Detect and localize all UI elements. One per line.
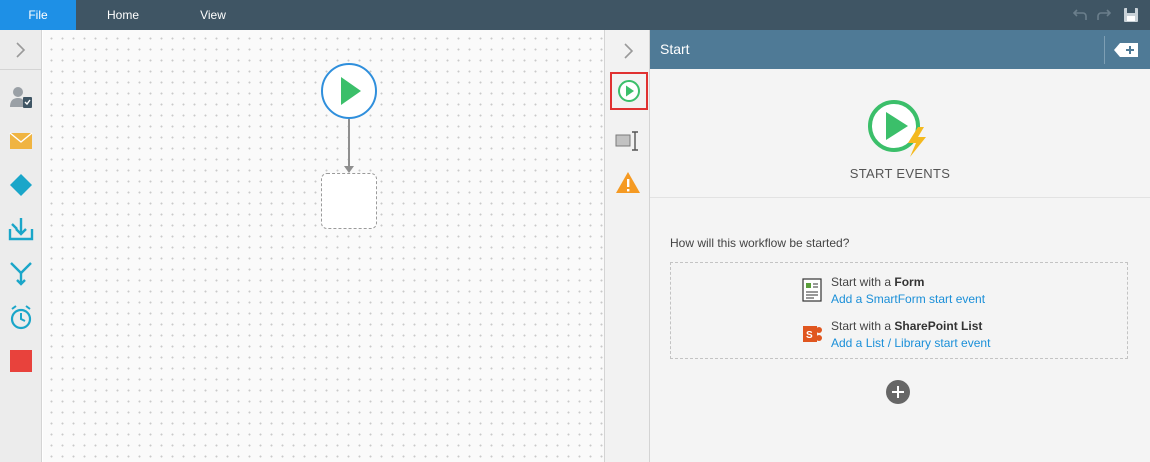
play-circle-icon	[618, 80, 640, 102]
tab-view[interactable]: View	[200, 8, 226, 22]
option-form-prefix: Start with a	[831, 275, 895, 289]
toolbox-expand-button[interactable]	[0, 30, 42, 70]
top-menu-bar: File Home View	[0, 0, 1150, 30]
form-icon	[802, 278, 822, 302]
warning-icon[interactable]	[613, 168, 643, 198]
sharepoint-icon: S	[803, 326, 822, 342]
chevron-right-icon[interactable]	[613, 36, 643, 66]
option-form: Start with a Form Add a SmartForm start …	[801, 274, 1101, 308]
add-event-button[interactable]	[886, 380, 910, 404]
user-task-icon[interactable]	[7, 83, 35, 111]
undo-icon[interactable]	[1071, 6, 1089, 24]
tab-home[interactable]: Home	[106, 8, 139, 22]
svg-text:S: S	[806, 330, 813, 341]
properties-text-icon[interactable]	[613, 126, 643, 156]
toolbox-panel	[0, 30, 42, 462]
connector-line	[348, 119, 350, 170]
add-tag-icon[interactable]	[1113, 42, 1139, 58]
option-sharepoint-text: Start with a SharePoint List	[831, 318, 982, 334]
option-form-text: Start with a Form	[831, 274, 924, 290]
play-icon	[341, 77, 361, 105]
option-sharepoint: S Start with a SharePoint List Add a Lis…	[801, 318, 1101, 352]
decision-icon[interactable]	[7, 171, 35, 199]
start-events-icon	[868, 100, 926, 157]
option-sharepoint-prefix: Start with a	[831, 319, 895, 333]
option-sharepoint-bold: SharePoint List	[894, 319, 983, 333]
start-properties-tab[interactable]	[610, 72, 648, 110]
add-smartform-link[interactable]: Add a SmartForm start event	[831, 292, 986, 306]
tab-file[interactable]: File	[0, 0, 76, 30]
redo-icon[interactable]	[1095, 6, 1113, 24]
panel-title: Start	[660, 41, 690, 57]
panel-header: Start	[650, 30, 1150, 69]
panel-tab-strip	[604, 30, 650, 462]
start-question: How will this workflow be started?	[670, 236, 850, 250]
section-divider	[650, 197, 1150, 198]
section-heading: START EVENTS	[849, 166, 951, 181]
workflow-canvas[interactable]	[43, 30, 604, 462]
timer-icon[interactable]	[7, 303, 35, 331]
add-list-library-link[interactable]: Add a List / Library start event	[831, 336, 991, 350]
properties-panel: Start START EVENTS How will this workflo…	[650, 30, 1150, 462]
start-options-box: Start with a Form Add a SmartForm start …	[670, 262, 1128, 359]
save-icon[interactable]	[1122, 6, 1140, 24]
connector-arrow	[344, 166, 354, 173]
email-icon[interactable]	[7, 127, 35, 155]
step-placeholder[interactable]	[321, 173, 377, 229]
merge-icon[interactable]	[7, 215, 35, 243]
end-icon[interactable]	[7, 347, 35, 375]
start-node[interactable]	[321, 63, 377, 119]
option-form-bold: Form	[894, 275, 925, 289]
chevron-right-icon	[16, 42, 26, 58]
split-icon[interactable]	[7, 259, 35, 287]
header-divider	[1104, 36, 1105, 64]
